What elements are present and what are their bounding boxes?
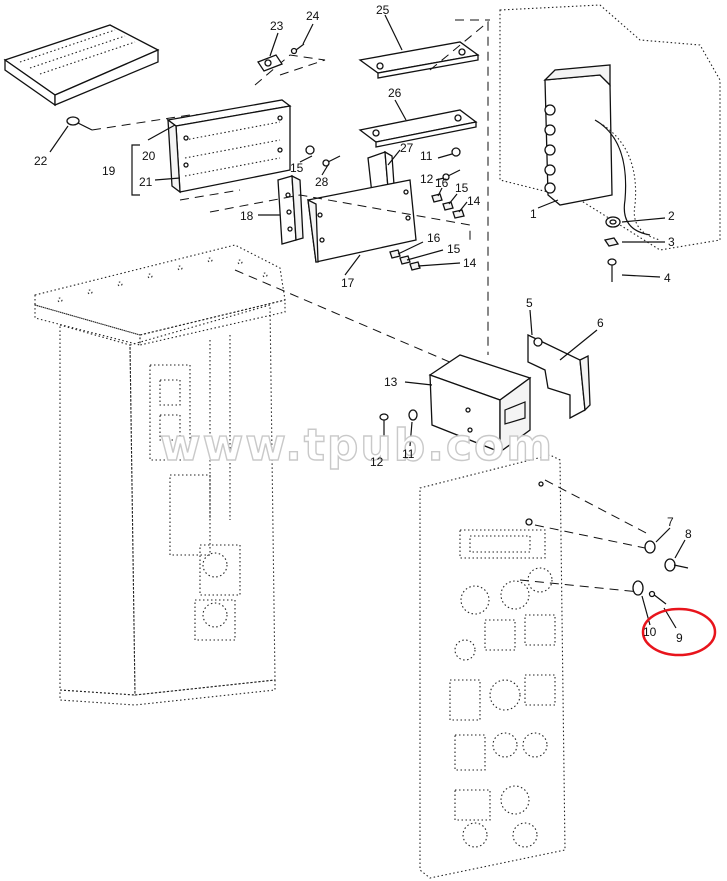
part-7-washer [644, 540, 656, 554]
highlight-circle [641, 607, 717, 657]
part-22-pin [66, 116, 93, 131]
part-6-bracket [527, 333, 591, 420]
part-2-washer [605, 216, 621, 228]
callout-16-lower: 16 [427, 231, 441, 245]
part-23-clip [257, 54, 283, 72]
callout-17: 17 [341, 276, 355, 290]
callout-25: 25 [376, 3, 390, 17]
callout-9: 9 [676, 631, 683, 645]
part-26-bar [358, 109, 478, 148]
part-9-screw [648, 590, 667, 605]
callout-18: 18 [240, 209, 254, 223]
part-3-nut [603, 237, 620, 247]
part-11-washer-lower [408, 409, 418, 421]
callout-11-lower: 11 [402, 447, 415, 461]
callout-24: 24 [306, 9, 320, 23]
callout-4: 4 [664, 271, 671, 285]
part-nuts-lower [389, 249, 421, 271]
part-1-junction-box [499, 4, 721, 251]
callout-3: 3 [668, 235, 675, 249]
callout-5: 5 [526, 296, 533, 310]
callout-14-upper: 14 [467, 194, 481, 208]
callout-28: 28 [315, 175, 329, 189]
callout-16-upper: 16 [435, 176, 449, 190]
callout-27: 27 [400, 141, 414, 155]
callout-12-upper: 12 [420, 172, 434, 186]
callout-15-a: 15 [290, 161, 304, 175]
callout-labels: 1 2 3 4 5 6 7 8 9 10 11 11 12 12 13 14 1… [34, 3, 692, 645]
part-12-screw-upper [442, 169, 461, 181]
callout-11-upper: 11 [420, 149, 433, 163]
callout-6: 6 [597, 316, 604, 330]
callout-14-lower: 14 [463, 256, 477, 270]
callout-15-c: 15 [447, 242, 461, 256]
console-cabinet [34, 244, 286, 706]
part-8-screw [664, 558, 689, 572]
part-17-plate [307, 179, 417, 263]
callout-7: 7 [667, 515, 674, 529]
part-25-bar [358, 41, 480, 79]
watermark-text: www.tpub.com [160, 420, 554, 471]
callout-23: 23 [270, 19, 284, 33]
control-panel [419, 454, 566, 879]
callout-20: 20 [142, 149, 156, 163]
callout-22: 22 [34, 154, 48, 168]
part-20-board [166, 99, 292, 194]
part-nuts-upper [431, 193, 465, 219]
callout-15-b: 15 [455, 181, 469, 195]
part-12-screw-lower [379, 413, 389, 440]
part-28-screw [322, 155, 341, 167]
callout-13: 13 [384, 375, 398, 389]
part-10-spacer [632, 580, 644, 596]
callout-19: 19 [102, 164, 116, 178]
callout-21: 21 [139, 175, 153, 189]
callout-10: 10 [643, 625, 657, 639]
callout-2: 2 [668, 209, 675, 223]
part-13-bracket-box [428, 354, 532, 454]
part-18-hinge [277, 174, 304, 245]
part-24-screw [290, 43, 305, 55]
callout-12-lower: 12 [370, 455, 384, 469]
manual-stack [3, 24, 160, 107]
callout-8: 8 [685, 527, 692, 541]
part-4-screw [607, 258, 617, 282]
callout-1: 1 [530, 207, 537, 221]
callout-26: 26 [388, 86, 402, 100]
